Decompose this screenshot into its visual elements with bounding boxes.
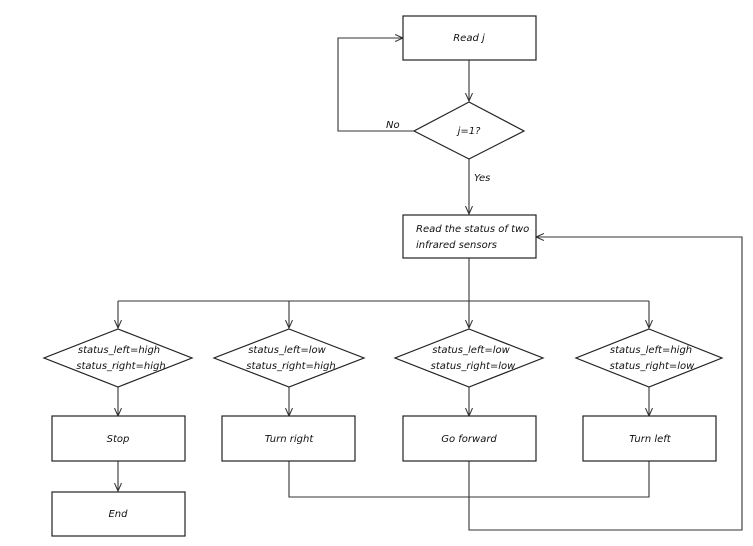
cond3-line2: status_right=low xyxy=(431,361,516,372)
node-read-j-label: Read j xyxy=(453,33,485,44)
node-end-label: End xyxy=(108,509,128,520)
node-read-status-line1: Read the status of two xyxy=(416,224,529,235)
decision-j-label: j=1? xyxy=(456,126,482,137)
decision-cond1: status_left=high status_right=high xyxy=(42,328,194,388)
node-turn-right: Turn right xyxy=(221,415,356,462)
node-turn-left-label: Turn left xyxy=(629,434,672,445)
cond3-line1: status_left=low xyxy=(432,345,510,356)
cond1-line1: status_left=high xyxy=(78,345,160,356)
node-stop: Stop xyxy=(51,415,186,462)
decision-cond2: status_left=low status_right=high xyxy=(212,328,366,388)
cond2-line2: status_right=high xyxy=(246,361,335,372)
cond4-line2: status_right=low xyxy=(610,361,695,372)
decision-cond3: status_left=low status_right=low xyxy=(393,328,545,388)
node-turn-left: Turn left xyxy=(582,415,717,462)
node-turn-right-label: Turn right xyxy=(265,434,315,445)
edge-label-yes: Yes xyxy=(474,173,490,184)
node-read-j: Read j xyxy=(402,15,537,61)
decision-cond4: status_left=high status_right=low xyxy=(574,328,724,388)
edge-loop-back xyxy=(468,237,743,531)
cond1-line2: status_right=high xyxy=(76,361,165,372)
edge-label-no: No xyxy=(386,120,400,131)
cond2-line1: status_left=low xyxy=(248,345,326,356)
connectors xyxy=(118,38,743,531)
node-read-status: Read the status of two infrared sensors xyxy=(402,214,537,259)
node-end: End xyxy=(51,491,186,537)
node-stop-label: Stop xyxy=(107,434,130,445)
node-go-forward-label: Go forward xyxy=(441,434,497,445)
node-go-forward: Go forward xyxy=(402,415,537,462)
node-read-status-line2: infrared sensors xyxy=(416,240,497,251)
edge-no-loop xyxy=(337,38,414,132)
decision-j-equals-1: j=1? xyxy=(412,101,526,160)
cond4-line1: status_left=high xyxy=(610,345,692,356)
